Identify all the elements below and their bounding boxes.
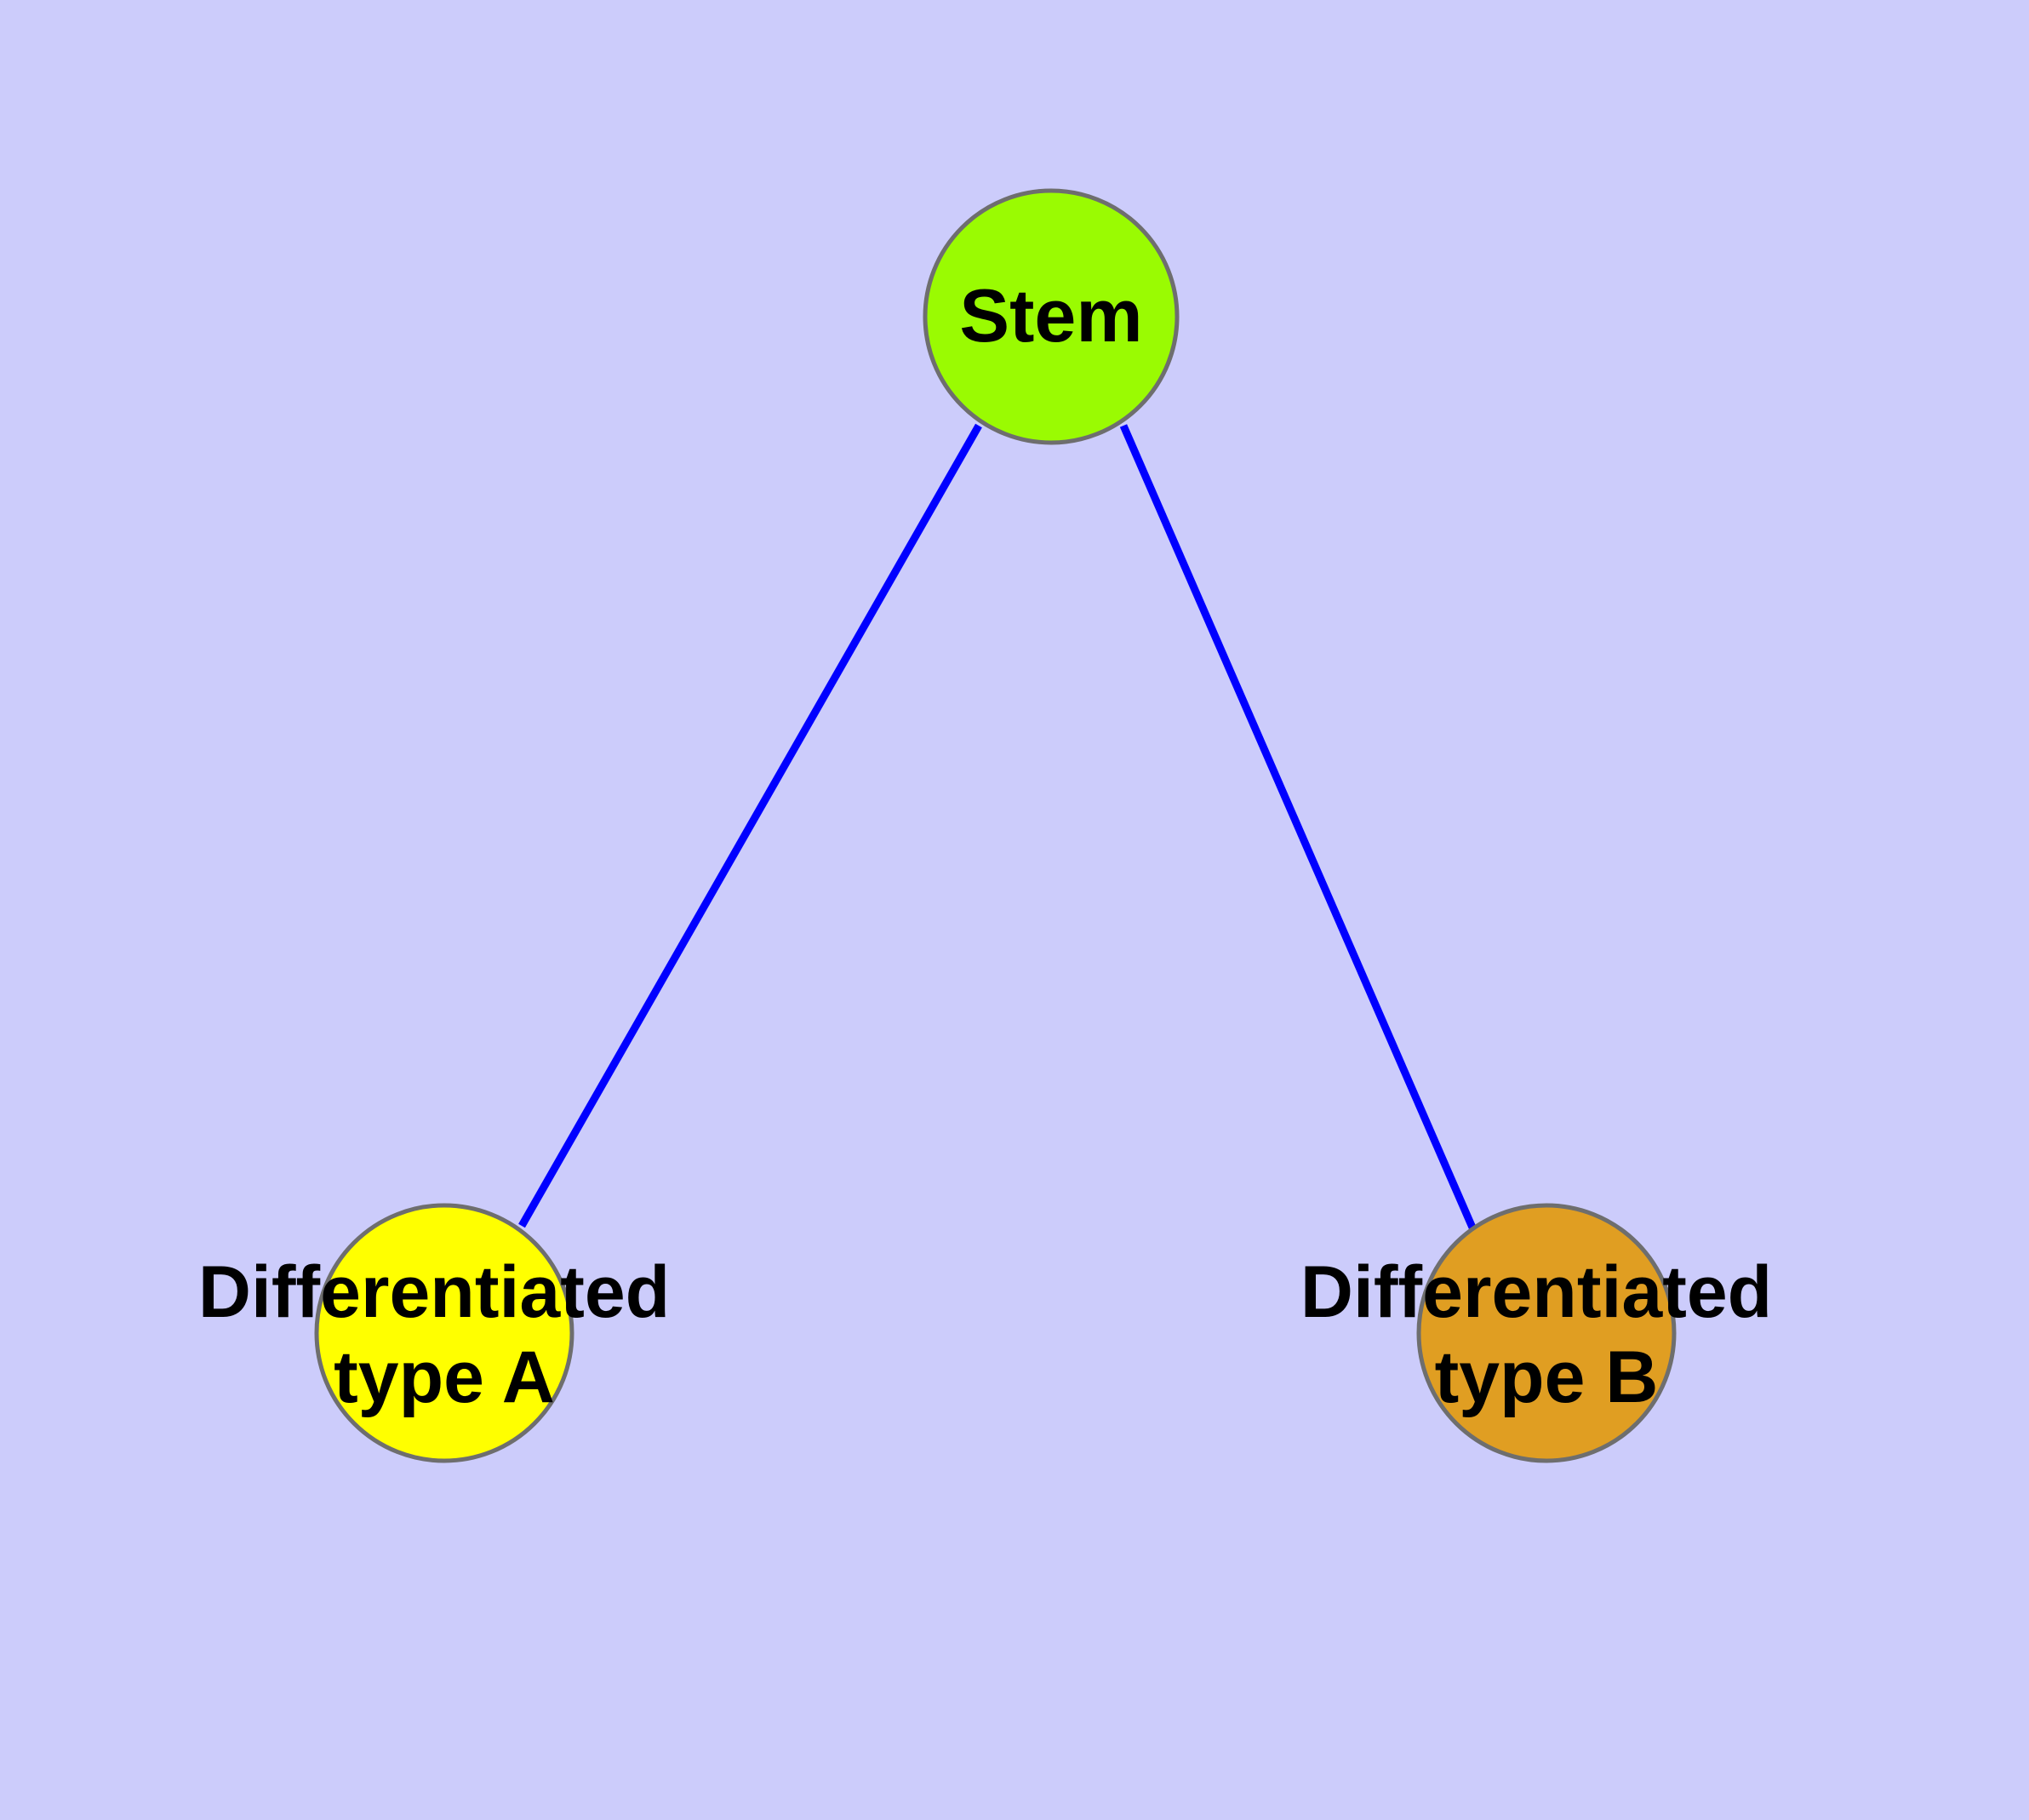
node-differentiated-type-b[interactable]: Differentiated type B bbox=[1300, 1203, 1792, 1463]
node-differentiated-type-a-label: Differentiated type A bbox=[198, 1251, 690, 1418]
edge-stem-to-differentiated-type-b[interactable] bbox=[1119, 424, 1477, 1229]
node-differentiated-type-b-label: Differentiated type B bbox=[1300, 1251, 1792, 1418]
node-differentiated-type-b-circle[interactable] bbox=[1416, 1203, 1677, 1463]
node-group: Stem Differentiated type A Differentiate… bbox=[198, 188, 1792, 1463]
node-stem[interactable]: Stem bbox=[923, 188, 1180, 445]
node-differentiated-type-a-circle[interactable] bbox=[314, 1203, 574, 1463]
node-stem-label: Stem bbox=[959, 273, 1142, 358]
node-stem-circle[interactable] bbox=[923, 188, 1180, 445]
edge-group bbox=[518, 423, 1477, 1229]
edge-stem-to-differentiated-type-a[interactable] bbox=[518, 423, 982, 1228]
node-differentiated-type-a[interactable]: Differentiated type A bbox=[198, 1203, 690, 1463]
